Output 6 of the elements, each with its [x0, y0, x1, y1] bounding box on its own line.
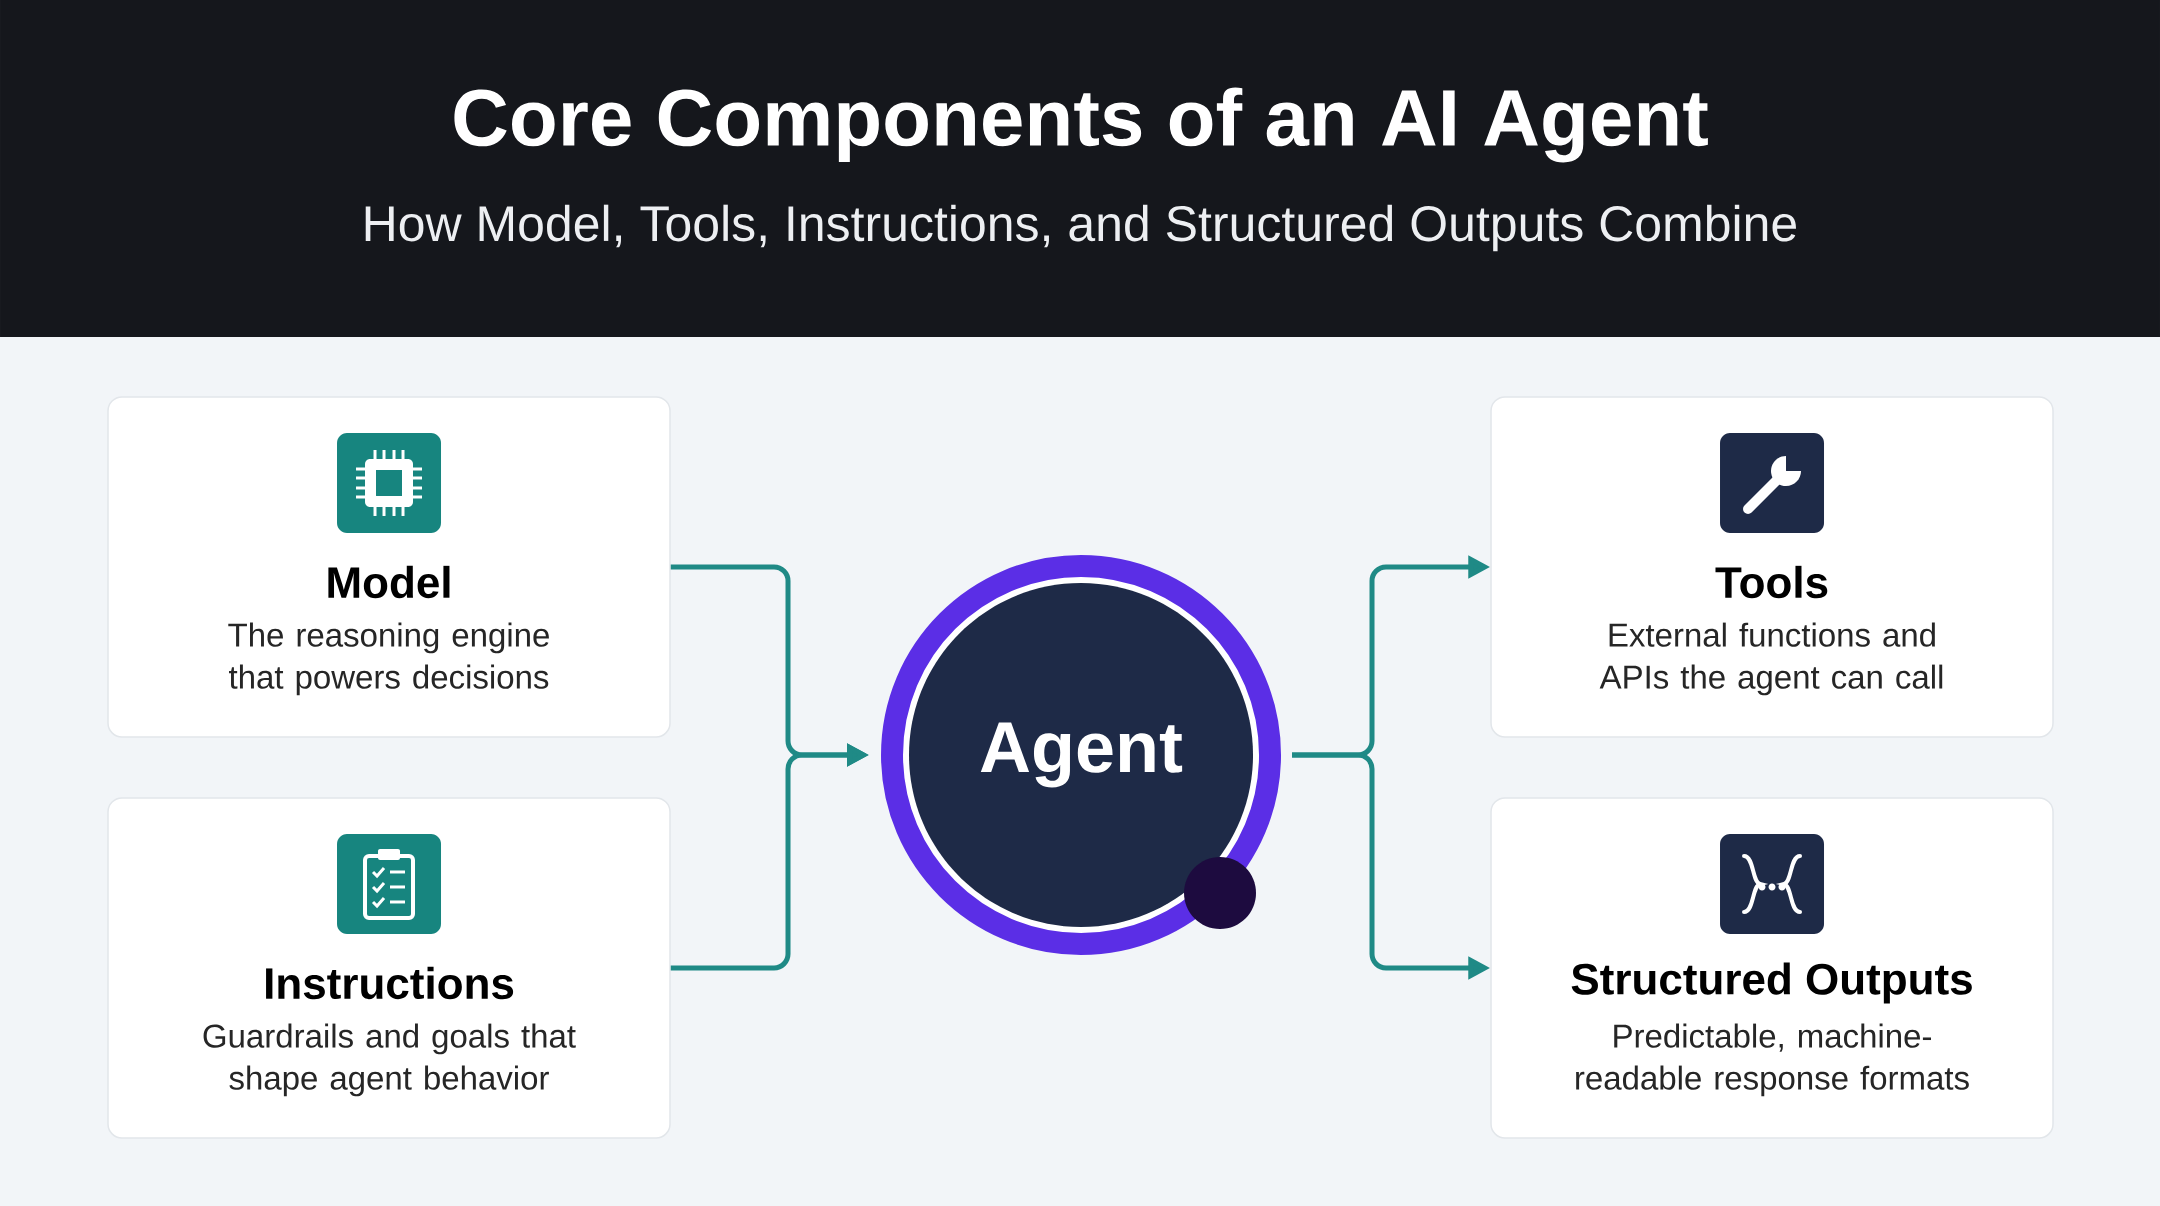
- title: Core Components of an AI Agent: [454, 87, 1708, 163]
- component-card: Model The reasoning engine that powers decisions: [107, 396, 671, 738]
- component-card: Tools External functions and APIs the agent can call: [1490, 396, 2054, 738]
- subtitle: How Model, Tools, Instructions, and Structured Outputs Combine: [365, 204, 1796, 252]
- component-card: Structured Outputs Predictable, machine-readable response formats: [1490, 797, 2054, 1139]
- component-card: Instructions Guardrails and goals that shape agent behavior: [107, 797, 671, 1139]
